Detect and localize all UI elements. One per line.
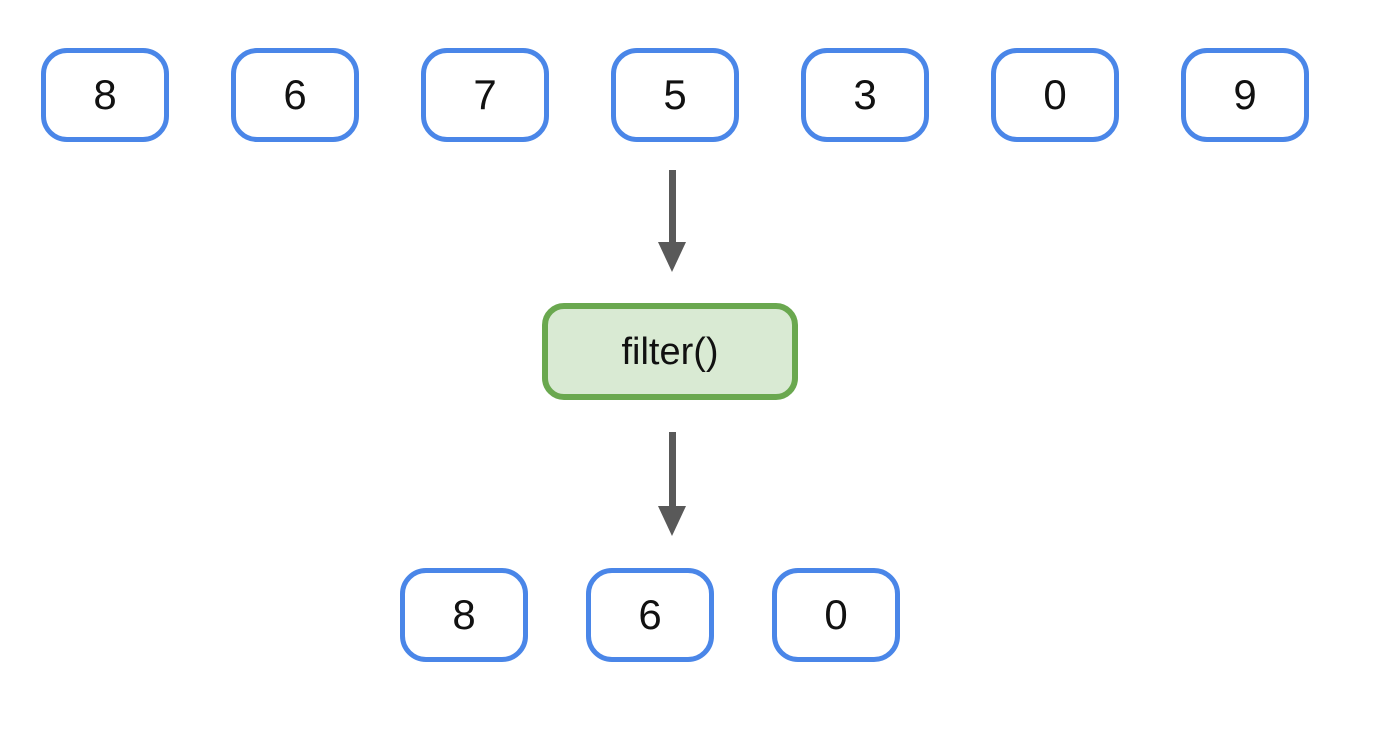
input-box: 0 (991, 48, 1119, 142)
output-box: 0 (772, 568, 900, 662)
input-row: 8 6 7 5 3 0 9 (41, 48, 1309, 142)
output-box: 6 (586, 568, 714, 662)
arrow-head (658, 242, 686, 272)
input-box: 5 (611, 48, 739, 142)
filter-function-box: filter() (542, 303, 798, 400)
input-box: 8 (41, 48, 169, 142)
output-row: 8 6 0 (400, 568, 900, 662)
down-arrow-icon (658, 170, 686, 272)
down-arrow-icon (658, 432, 686, 536)
arrow-shaft (668, 170, 676, 242)
input-box: 9 (1181, 48, 1309, 142)
arrow-shaft (668, 432, 676, 506)
output-box: 8 (400, 568, 528, 662)
arrow-head (658, 506, 686, 536)
input-box: 7 (421, 48, 549, 142)
input-box: 3 (801, 48, 929, 142)
input-box: 6 (231, 48, 359, 142)
